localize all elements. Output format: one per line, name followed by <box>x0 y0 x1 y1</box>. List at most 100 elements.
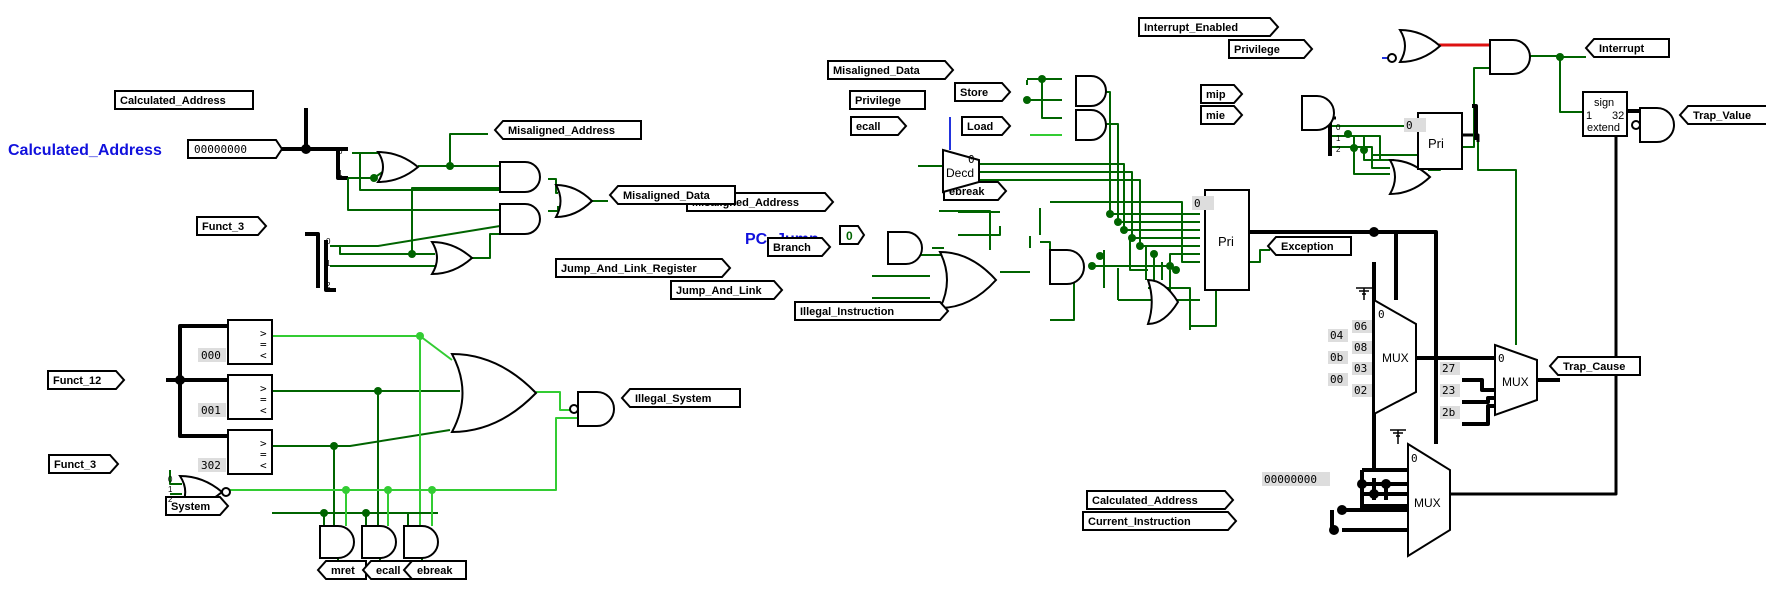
svg-text:0: 0 <box>326 237 331 246</box>
privilege-r-pin[interactable]: Privilege <box>1228 39 1314 59</box>
svg-text:03: 03 <box>1354 362 1367 375</box>
svg-text:>: > <box>260 327 267 340</box>
trap-cause-consts: 27 23 2b <box>1440 362 1460 419</box>
svg-text:0: 0 <box>1406 119 1413 132</box>
and-gate-ebreak <box>403 525 439 559</box>
or-gate-addr <box>376 150 420 184</box>
cmp-const-2: 001 <box>201 404 221 417</box>
svg-text:2b: 2b <box>1442 406 1455 419</box>
svg-text:>: > <box>260 437 267 450</box>
illegal-instr-pin-label: Illegal_Instruction <box>800 306 894 318</box>
svg-text:1: 1 <box>168 485 173 494</box>
svg-text:<: < <box>260 349 267 362</box>
ebreak-out-pin[interactable]: ebreak <box>402 560 467 580</box>
svg-text:1: 1 <box>1586 110 1592 122</box>
interrupt-pin-label: Interrupt <box>1599 43 1645 55</box>
svg-text:<: < <box>260 459 267 472</box>
svg-text:extend: extend <box>1587 122 1620 134</box>
or-gate-data <box>554 183 594 219</box>
calc-address-input-pin[interactable]: 00000000 <box>187 139 284 159</box>
mis-data-out-pin[interactable]: Misaligned_Data <box>608 185 736 205</box>
int-enabled-pin-label: Interrupt_Enabled <box>1144 22 1238 34</box>
mip-pin-label: mip <box>1206 89 1226 101</box>
illegal-sys-out-pin[interactable]: Illegal_System <box>620 388 741 408</box>
svg-text:=: = <box>260 338 267 351</box>
system-pin[interactable]: System <box>165 496 230 516</box>
calc-addr-r-pin[interactable]: Calculated_Address <box>1086 490 1235 510</box>
branch-pin[interactable]: Branch <box>767 237 832 257</box>
mis-data-out-pin-label: Misaligned_Data <box>623 190 711 202</box>
sign-extend: sign 1 32 extend <box>1582 91 1628 137</box>
and-gate-mip-mie <box>1301 95 1335 131</box>
mux-2: 0 MUX <box>1494 343 1538 417</box>
comparator-2: >=< 001 <box>198 374 273 420</box>
zero-const: 00000000 <box>1262 472 1330 486</box>
svg-text:>: > <box>260 382 267 395</box>
or-gate-pri2 <box>1388 158 1432 196</box>
trap-cause-pin[interactable]: Trap_Cause <box>1548 356 1641 376</box>
or-gate-funct <box>430 240 474 276</box>
illegal-sys-out-pin-label: Illegal_System <box>635 393 712 405</box>
mie-pin-label: mie <box>1206 110 1225 122</box>
load-pin[interactable]: Load <box>961 116 1012 136</box>
svg-text:04: 04 <box>1330 329 1344 342</box>
privilege-m-pin[interactable]: Privilege <box>849 90 926 110</box>
funct3-b-pin[interactable]: Funct_3 <box>48 454 120 474</box>
svg-text:0: 0 <box>1411 452 1418 465</box>
ecall-in-pin[interactable]: ecall <box>850 116 908 136</box>
branch-pin-label: Branch <box>773 242 811 254</box>
store-pin-label: Store <box>960 87 988 99</box>
mie-pin[interactable]: mie <box>1200 105 1244 125</box>
jalr-pin[interactable]: Jump_And_Link_Register <box>555 258 732 278</box>
cur-instr-pin[interactable]: Current_Instruction <box>1082 511 1238 531</box>
mret-pin[interactable]: mret <box>316 560 367 580</box>
and-gate-interrupt <box>1489 39 1531 75</box>
priority-encoder-1: 0 Pri <box>1192 189 1250 291</box>
privilege-r-pin-label: Privilege <box>1234 44 1280 56</box>
ecall-out-pin[interactable]: ecall <box>361 560 419 580</box>
cmp-const-3: 302 <box>201 459 221 472</box>
jal-pin-label: Jump_And_Link <box>676 285 762 297</box>
bit-labels: 01 012 012 012 <box>168 123 1341 504</box>
ebreak-out-pin-label: ebreak <box>417 565 453 577</box>
mret-pin-label: mret <box>331 565 355 577</box>
svg-text:0: 0 <box>338 147 343 156</box>
or-gate-illegal <box>450 352 538 434</box>
svg-text:08: 08 <box>1354 341 1367 354</box>
decoder: 0 Decd <box>942 148 980 194</box>
svg-text:0: 0 <box>1378 308 1385 321</box>
trap-value-pin-label: Trap_Value <box>1693 110 1751 122</box>
store-pin[interactable]: Store <box>954 82 1012 102</box>
jal-pin[interactable]: Jump_And_Link <box>670 280 784 300</box>
funct3-a-pin[interactable]: Funct_3 <box>196 216 268 236</box>
exception-pin[interactable]: Exception <box>1266 236 1352 256</box>
interrupt-pin[interactable]: Interrupt <box>1584 38 1670 58</box>
svg-text:0: 0 <box>1498 352 1505 365</box>
svg-text:sign: sign <box>1594 97 1614 109</box>
svg-text:0: 0 <box>846 229 853 243</box>
svg-text:=: = <box>260 448 267 461</box>
mis-data-in-pin[interactable]: Misaligned_Data <box>827 60 955 80</box>
int-enabled-pin[interactable]: Interrupt_Enabled <box>1138 17 1280 37</box>
illegal-instr-pin[interactable]: Illegal_Instruction <box>794 301 950 321</box>
ecall-in-pin-label: ecall <box>856 121 880 133</box>
pc-jump-pin[interactable]: 0 <box>839 225 866 245</box>
funct12-pin[interactable]: Funct_12 <box>47 370 126 390</box>
mip-pin[interactable]: mip <box>1200 84 1244 104</box>
calc-addr-label[interactable]: Calculated_Address <box>114 90 254 110</box>
svg-text:0: 0 <box>1194 197 1201 210</box>
svg-text:0: 0 <box>968 153 975 166</box>
ecall-out-pin-label: ecall <box>376 565 400 577</box>
pri-2-label: Pri <box>1428 136 1444 151</box>
svg-text:1: 1 <box>1336 134 1341 143</box>
and-gate-trap-value <box>1631 107 1675 143</box>
trap-value-pin[interactable]: Trap_Value <box>1678 105 1766 125</box>
or-gate-int <box>1398 28 1442 64</box>
and-gate-load <box>1075 109 1107 141</box>
cmp-const-1: 000 <box>201 349 221 362</box>
mis-addr-out-pin[interactable]: Misaligned_Address <box>493 120 642 140</box>
and-gate-2 <box>499 203 541 235</box>
funct3-b-pin-label: Funct_3 <box>54 459 96 471</box>
mux-2-label: MUX <box>1502 375 1529 389</box>
